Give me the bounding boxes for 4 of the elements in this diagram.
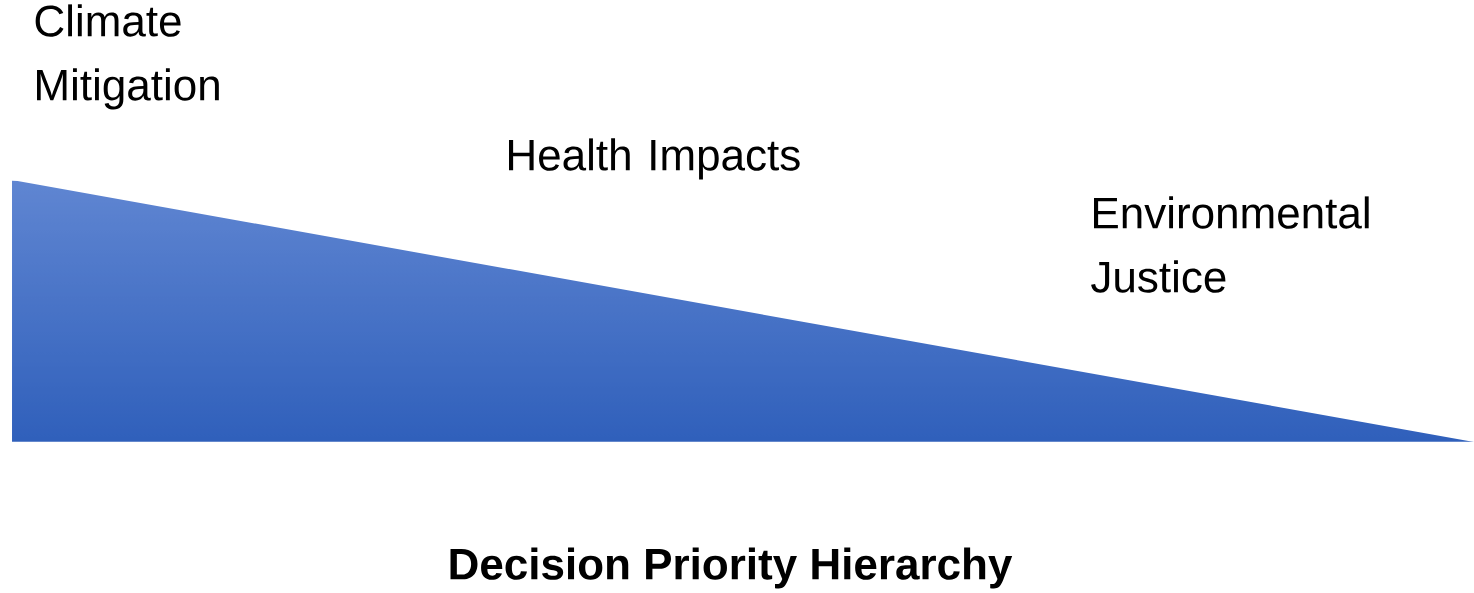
label: Health Impacts [509, 138, 800, 180]
label: Climate Mitigation [35, 4, 219, 110]
caption: Decision Priority Hierarchy [450, 547, 1013, 589]
label: Environmental Justice [1091, 196, 1369, 293]
